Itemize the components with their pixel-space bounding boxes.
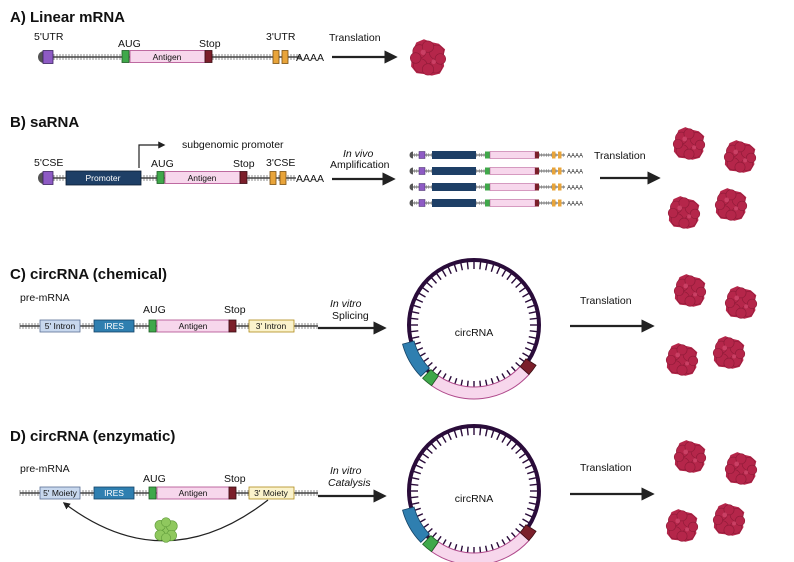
cap-icon: [38, 51, 44, 63]
panel-a: A) Linear mRNA 5'UTR AUG Stop 3'UTR Anti…: [10, 9, 446, 76]
ires-block-d: [93, 486, 135, 500]
antigen-label-c: Antigen: [179, 321, 208, 331]
polya-label-b: AAAA: [296, 173, 324, 185]
cse5-block: [42, 171, 54, 185]
cse3-label: 3'CSE: [266, 157, 295, 169]
aug-block-b: [156, 171, 165, 184]
panel-b: B) saRNA subgenomic promoter 5'CSE AUG S…: [10, 114, 757, 229]
mini-polya-label: AAAA: [567, 154, 583, 160]
stop-block-d: [228, 486, 237, 500]
moiety3-block: [248, 486, 295, 500]
cse5-label: 5'CSE: [34, 157, 63, 169]
circrna-label-d: circRNA: [455, 493, 494, 505]
moiety3-label: 3' Moiety: [254, 488, 288, 498]
protein-icon: [410, 39, 446, 76]
circrna-label-c: circRNA: [455, 327, 494, 339]
cse3-block-2: [279, 171, 287, 185]
intron3-label: 3' Intron: [256, 321, 287, 331]
panel-a-title: A) Linear mRNA: [10, 9, 125, 26]
translation-label-b: Translation: [594, 150, 646, 162]
cap-icon: [38, 172, 44, 184]
protein-icon: [712, 336, 746, 369]
protein-icon: [673, 274, 707, 307]
protein-icon: [724, 286, 758, 319]
amplified-copies: AAAA AAAA AAAA AAAA: [409, 151, 583, 208]
aug-block: [121, 50, 130, 63]
cse3-block-1: [269, 171, 277, 185]
protein-icon: [672, 127, 706, 160]
stop-label-c: Stop: [224, 304, 246, 316]
intron3-block: [248, 319, 295, 333]
promoter-block: [65, 170, 142, 186]
aug-label-b: AUG: [151, 158, 174, 170]
panel-c: C) circRNA (chemical) pre-mRNA AUG Stop …: [10, 258, 758, 400]
ires-label-d: IRES: [104, 488, 124, 498]
translation-label-d: Translation: [580, 462, 632, 474]
aug-block-c: [148, 319, 157, 333]
step-label-d-1: In vitro: [330, 465, 362, 477]
ires-block: [93, 319, 135, 333]
stop-label-b: Stop: [233, 158, 255, 170]
protein-icon: [714, 188, 748, 221]
stop-block-c: [228, 319, 237, 333]
subgenomic-label: subgenomic promoter: [182, 139, 284, 151]
utr3-block-2: [281, 50, 289, 64]
protein-icon: [665, 509, 699, 542]
antigen-label-b: Antigen: [188, 173, 217, 183]
aug-block-d: [148, 486, 157, 500]
protein-icon: [712, 503, 746, 536]
moiety5-label: 5' Moiety: [43, 488, 77, 498]
protein-icon: [667, 196, 701, 229]
stop-block-b: [239, 171, 248, 184]
utr5-block: [42, 50, 54, 64]
stop-block: [204, 50, 213, 63]
moiety5-block: [39, 486, 81, 500]
antigen-label: Antigen: [153, 52, 182, 62]
antigen-label-d: Antigen: [179, 488, 208, 498]
intron5-block: [39, 319, 81, 333]
circrna-ring-c: [402, 258, 541, 400]
pre-mrna-label-d: pre-mRNA: [20, 463, 70, 475]
amplified-copy-3: AAAA: [409, 183, 583, 192]
amplified-copy-1: AAAA: [409, 151, 583, 160]
aug-label-d: AUG: [143, 473, 166, 485]
aug-label: AUG: [118, 38, 141, 50]
pre-mrna-label-c: pre-mRNA: [20, 292, 70, 304]
protein-icon: [723, 140, 757, 173]
utr3-block-1: [272, 50, 280, 64]
mini-polya-label: AAAA: [567, 186, 583, 192]
amplified-copy-2: AAAA: [409, 167, 583, 176]
translation-label-c: Translation: [580, 295, 632, 307]
panel-b-title: B) saRNA: [10, 114, 79, 131]
amplified-copy-4: AAAA: [409, 199, 583, 208]
protein-icon: [724, 452, 758, 485]
panel-c-title: C) circRNA (chemical): [10, 266, 167, 283]
step-label-d-2: Catalysis: [328, 477, 371, 489]
enzyme-icon: [154, 517, 178, 543]
amp-label-2: Amplification: [330, 159, 390, 171]
step-label-c-2: Splicing: [332, 310, 369, 322]
utr5-label: 5'UTR: [34, 31, 64, 43]
ires-label: IRES: [104, 321, 124, 331]
step-label-c-1: In vitro: [330, 298, 362, 310]
circrna-ring-d: [402, 424, 541, 562]
protein-icon: [673, 440, 707, 473]
promoter-label: Promoter: [86, 173, 121, 183]
polya-label: AAAA: [296, 52, 324, 64]
intron5-label: 5' Intron: [45, 321, 76, 331]
amp-label-1: In vivo: [343, 148, 374, 160]
panel-d: D) circRNA (enzymatic) pre-mRNA AUG Stop…: [10, 424, 758, 562]
stop-label-d: Stop: [224, 473, 246, 485]
subgenomic-promoter-arrow: [138, 141, 166, 168]
utr3-label: 3'UTR: [266, 31, 296, 43]
protein-icon: [665, 343, 699, 376]
aug-label-c: AUG: [143, 304, 166, 316]
panel-d-title: D) circRNA (enzymatic): [10, 428, 175, 445]
stop-label: Stop: [199, 38, 221, 50]
mini-polya-label: AAAA: [567, 170, 583, 176]
mini-polya-label: AAAA: [567, 202, 583, 208]
translation-label-a: Translation: [329, 32, 381, 44]
